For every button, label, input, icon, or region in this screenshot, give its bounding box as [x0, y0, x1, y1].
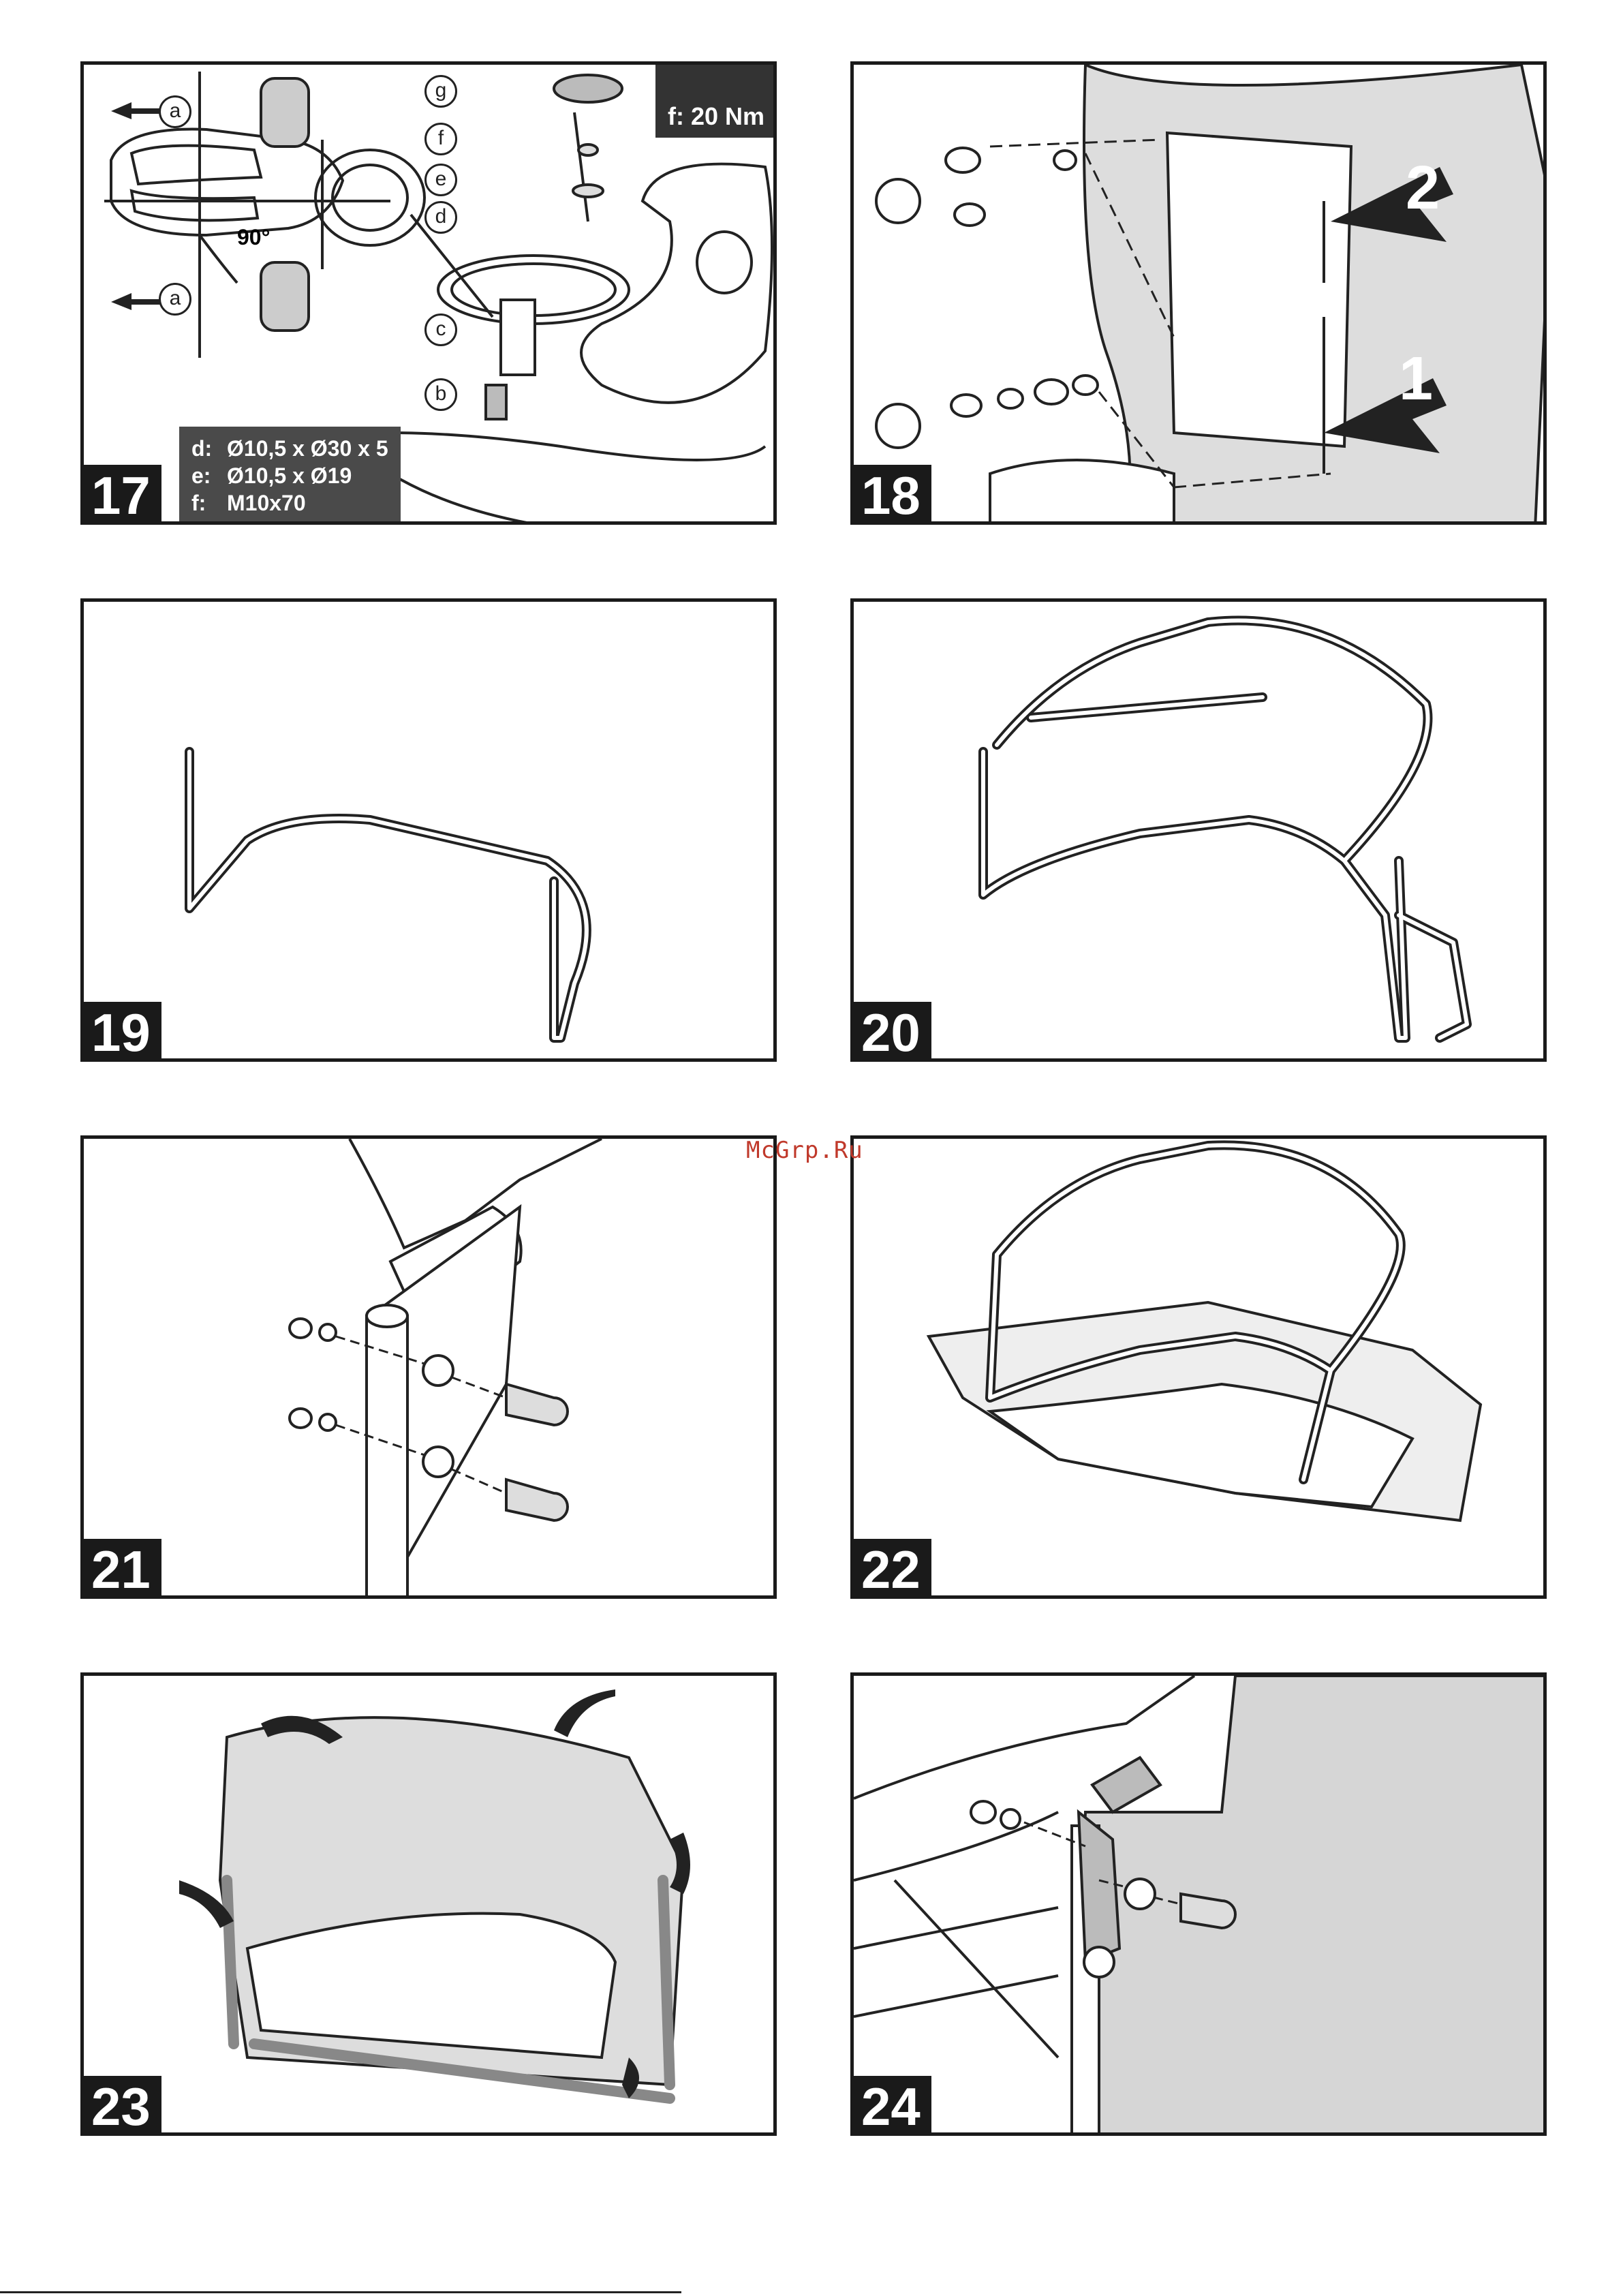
step-number: 21: [80, 1539, 161, 1599]
torque-label: f: 20 Nm: [655, 61, 777, 138]
step-number: 24: [850, 2076, 931, 2136]
step-number: 20: [850, 1002, 931, 1062]
callout-f: f: [424, 123, 457, 155]
step-number: 19: [80, 1002, 161, 1062]
panel-step-21: 21: [80, 1135, 777, 1599]
panel-step-23: 23: [80, 1672, 777, 2136]
panel-step-19: 19: [80, 598, 777, 1062]
watermark: McGrp.Ru: [746, 1137, 863, 1164]
assembled-frame-drawing: [854, 602, 1547, 1062]
callout-e: e: [424, 164, 457, 196]
panel-step-20: 20: [850, 598, 1547, 1062]
legend-row-d: d:Ø10,5 x Ø30 x 5: [191, 435, 388, 462]
bracket-mounting-drawing: [854, 65, 1547, 525]
bracket-bolt-drawing: [84, 1139, 777, 1599]
panel-step-18: 2 1 18: [850, 61, 1547, 525]
bag-fitting-drawing: [84, 1676, 777, 2136]
panel-step-24: 24: [850, 1672, 1547, 2136]
callout-a-bottom: a: [159, 283, 191, 316]
step-number: 22: [850, 1539, 931, 1599]
callout-b: b: [424, 378, 457, 411]
angle-label: 90°: [237, 225, 270, 250]
arrow-label-2: 2: [1406, 153, 1440, 224]
step-number: 17: [80, 465, 161, 525]
panel-step-17: g f e d c b a a 90° f: 20 Nm d:Ø10,5 x Ø…: [80, 61, 777, 525]
arrow-label-1: 1: [1399, 344, 1433, 414]
legend-row-e: e:Ø10,5 x Ø19: [191, 462, 388, 489]
bag-hinge-bolt-drawing: [854, 1676, 1547, 2136]
callout-d: d: [424, 201, 457, 234]
step-number: 18: [850, 465, 931, 525]
callout-g: g: [424, 75, 457, 108]
bottom-rule: [0, 2291, 681, 2293]
u-frame-drawing: [84, 602, 777, 1062]
panel-step-22: 22: [850, 1135, 1547, 1599]
step-number: 23: [80, 2076, 161, 2136]
frame-with-bag-drawing: [854, 1139, 1547, 1599]
legend-row-f: f:M10x70: [191, 489, 388, 517]
callout-c: c: [424, 313, 457, 346]
callout-a-top: a: [159, 95, 191, 128]
fastener-legend: d:Ø10,5 x Ø30 x 5 e:Ø10,5 x Ø19 f:M10x70: [179, 427, 401, 525]
